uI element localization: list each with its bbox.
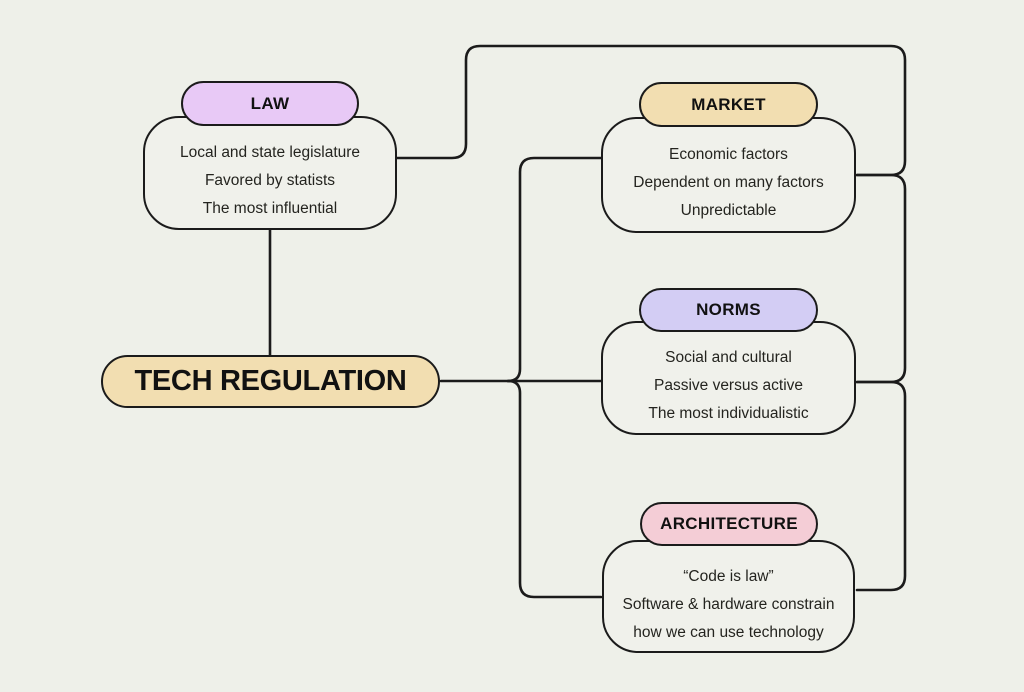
node-architecture-body: “Code is law” Software & hardware constr… xyxy=(602,540,855,653)
node-architecture-line: Software & hardware constrain xyxy=(622,595,835,613)
node-market-body: Economic factors Dependent on many facto… xyxy=(601,117,856,233)
connector-market-norms xyxy=(855,173,907,384)
node-norms-header: NORMS xyxy=(639,288,818,332)
node-norms-line: Passive versus active xyxy=(653,377,804,394)
connector-branch-down-architecture xyxy=(506,379,603,599)
connector-norms-architecture xyxy=(855,380,907,592)
node-law-line: Local and state legislature xyxy=(179,144,361,161)
node-market-line: Economic factors xyxy=(669,146,788,163)
node-tech-regulation: TECH REGULATION xyxy=(101,355,440,408)
node-law-body: Local and state legislature Favored by s… xyxy=(143,116,397,230)
node-market-line: Unpredictable xyxy=(680,202,777,219)
node-norms-line: Social and cultural xyxy=(665,349,792,366)
node-law-line: Favored by statists xyxy=(204,172,336,189)
connector-branch-up-market xyxy=(506,156,603,383)
node-architecture-header: ARCHITECTURE xyxy=(640,502,818,546)
node-market-header: MARKET xyxy=(639,82,818,127)
node-norms-line: The most individualistic xyxy=(648,405,809,422)
node-law-header: LAW xyxy=(181,81,359,126)
node-norms-body: Social and cultural Passive versus activ… xyxy=(601,321,856,435)
connector-law-top-market xyxy=(394,44,907,177)
node-market-line: Dependent on many factors xyxy=(633,174,824,191)
node-law-line: The most influential xyxy=(202,200,338,217)
node-architecture-line: “Code is law” xyxy=(683,567,774,585)
node-architecture-line: how we can use technology xyxy=(633,623,824,641)
